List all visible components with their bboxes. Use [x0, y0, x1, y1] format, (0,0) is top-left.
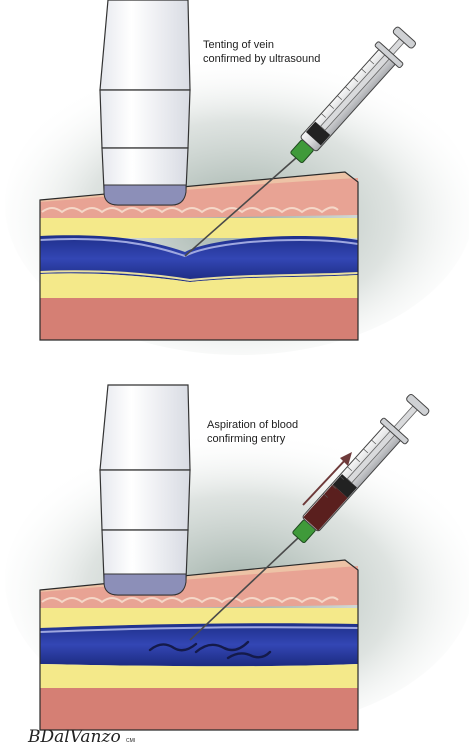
syringe: [184, 26, 416, 257]
tissue-outline: [39, 171, 359, 341]
probe-transducer-tip: [103, 184, 187, 206]
syringe-flange: [380, 417, 409, 445]
probe-transducer-tip: [103, 573, 187, 596]
vein-wall-bottom: [39, 270, 359, 282]
syringe-flange: [374, 41, 404, 68]
vein-wall-top: [39, 626, 359, 633]
vein: [40, 623, 358, 667]
syringe-plunger-seal: [305, 121, 331, 146]
tissue-block: [39, 559, 359, 731]
vein-wall-top: [39, 237, 359, 258]
dermis-ridges: [41, 206, 339, 214]
tissue-block: [39, 171, 359, 341]
signature-name: BDalVanzo: [27, 727, 121, 747]
vein: [40, 235, 358, 282]
artist-signature: BDalVanzo CMI: [27, 727, 135, 747]
fat-layer-lower: [40, 664, 358, 690]
syringe-thumb-rest: [406, 394, 430, 416]
caption-panel-2: Aspiration of blood confirming entry: [207, 419, 301, 445]
needle: [184, 157, 297, 257]
ultrasound-probe: [99, 0, 191, 206]
aspirated-blood: [303, 484, 348, 531]
ultrasound-probe: [99, 384, 191, 596]
panel-aspiration: Aspiration of blood confirming entry: [5, 384, 469, 731]
caption-panel-1: Tenting of vein confirmed by ultrasound: [203, 39, 320, 65]
aspiration-arrow: [302, 452, 352, 506]
muscle-layer: [40, 298, 358, 340]
muscle-layer: [40, 688, 358, 730]
syringe-thumb-rest: [392, 26, 416, 49]
fat-layer-upper: [40, 218, 358, 238]
tissue-outline: [39, 559, 359, 731]
syringe: [189, 394, 430, 641]
panel-tenting: Tenting of vein confirmed by ultrasound: [5, 0, 469, 355]
signature-suffix: CMI: [126, 738, 135, 744]
syringe-plunger-seal: [332, 474, 357, 498]
dermis-ridges: [41, 596, 339, 604]
fat-layer-lower: [40, 273, 358, 300]
needle: [189, 537, 299, 641]
blood-flash: [148, 640, 272, 660]
